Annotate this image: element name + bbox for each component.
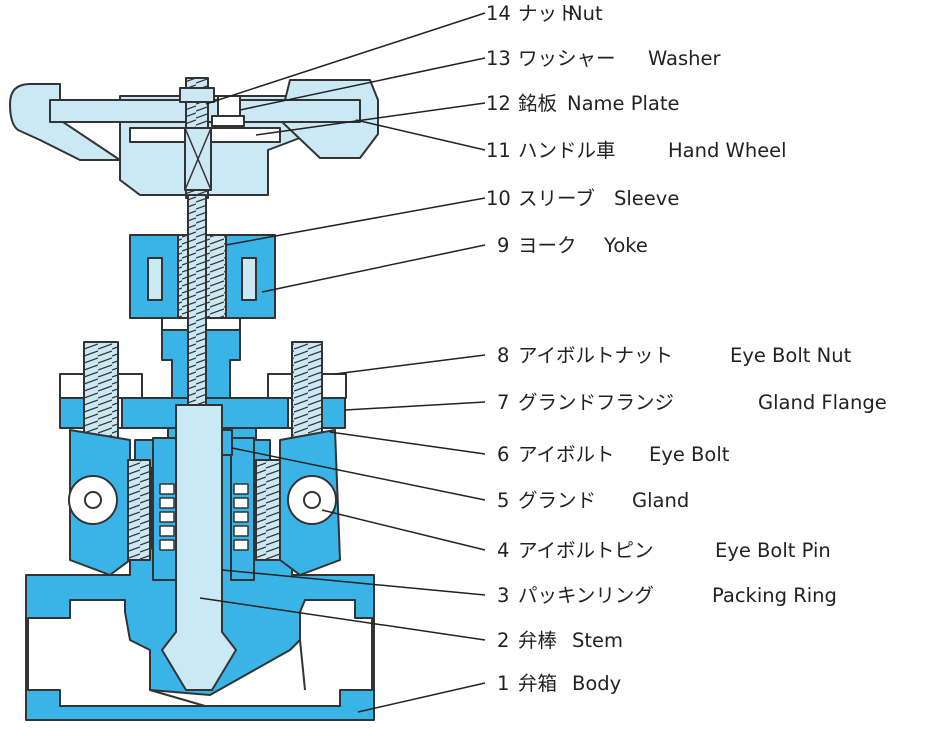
part-name-en-12: Name Plate xyxy=(567,92,680,115)
part-number-14: 14 xyxy=(486,2,511,25)
part-number-9: 9 xyxy=(497,234,509,257)
part-name-en-4: Eye Bolt Pin xyxy=(715,539,831,562)
part-number-5: 5 xyxy=(497,489,509,512)
part-name-en-1: Body xyxy=(572,672,621,695)
part-name-ja-6: アイボルト xyxy=(518,443,615,466)
part-name-en-11: Hand Wheel xyxy=(668,139,787,162)
leader-2 xyxy=(199,597,486,641)
part-number-11: 11 xyxy=(486,139,511,162)
leader-11 xyxy=(355,119,486,151)
leader-14 xyxy=(205,12,486,105)
leader-4 xyxy=(321,509,486,551)
part-name-ja-3: パッキンリング xyxy=(518,584,654,607)
leader-lines xyxy=(199,12,486,713)
part-number-3: 3 xyxy=(497,584,509,607)
part-name-en-9: Yoke xyxy=(603,234,648,257)
leader-10 xyxy=(225,197,486,246)
leader-6 xyxy=(329,431,486,455)
part-number-6: 6 xyxy=(497,443,509,466)
part-number-8: 8 xyxy=(497,344,509,367)
packing-rings xyxy=(159,483,249,551)
part-name-en-3: Packing Ring xyxy=(712,584,837,607)
part-name-ja-2: 弁棒 xyxy=(518,629,557,652)
hand-wheel-part xyxy=(9,79,379,196)
leader-9 xyxy=(261,244,486,293)
nut-washer-plate xyxy=(179,87,245,127)
leader-1 xyxy=(357,682,486,713)
part-number-12: 12 xyxy=(486,92,511,115)
part-number-13: 13 xyxy=(486,47,511,70)
part-number-10: 10 xyxy=(486,187,511,210)
eye-bolt-pins xyxy=(68,475,337,525)
part-name-en-8: Eye Bolt Nut xyxy=(730,344,852,367)
part-number-1: 1 xyxy=(497,672,509,695)
part-name-ja-1: 弁箱 xyxy=(518,672,557,695)
part-name-en-7: Gland Flange xyxy=(758,391,887,414)
part-number-2: 2 xyxy=(497,629,509,652)
leader-8 xyxy=(334,354,486,375)
leader-3 xyxy=(221,569,486,596)
part-name-ja-4: アイボルトピン xyxy=(518,539,654,562)
part-name-ja-13: ワッシャー xyxy=(518,47,616,70)
part-name-en-14: Nut xyxy=(568,2,603,25)
part-name-en-5: Gland xyxy=(632,489,689,512)
leader-5 xyxy=(231,447,486,501)
part-name-ja-5: グランド xyxy=(518,489,596,512)
part-name-ja-14: ナット xyxy=(518,2,577,25)
leader-7 xyxy=(344,401,486,411)
part-name-en-13: Washer xyxy=(648,47,721,70)
part-name-ja-7: グランドフランジ xyxy=(518,391,674,414)
part-name-ja-9: ヨーク xyxy=(518,234,577,257)
part-number-4: 4 xyxy=(497,539,509,562)
valve-cross-section xyxy=(9,77,379,721)
part-name-ja-10: スリーブ xyxy=(518,187,595,210)
part-number-7: 7 xyxy=(497,391,509,414)
part-name-ja-8: アイボルトナット xyxy=(518,344,673,367)
part-name-en-2: Stem xyxy=(572,629,623,652)
part-name-en-6: Eye Bolt xyxy=(649,443,730,466)
part-name-en-10: Sleeve xyxy=(614,187,679,210)
part-name-ja-11: ハンドル車 xyxy=(518,139,616,162)
part-name-ja-12: 銘板 xyxy=(518,92,557,115)
leader-12 xyxy=(255,102,486,136)
leader-13 xyxy=(239,57,486,111)
stem-part xyxy=(161,77,237,691)
